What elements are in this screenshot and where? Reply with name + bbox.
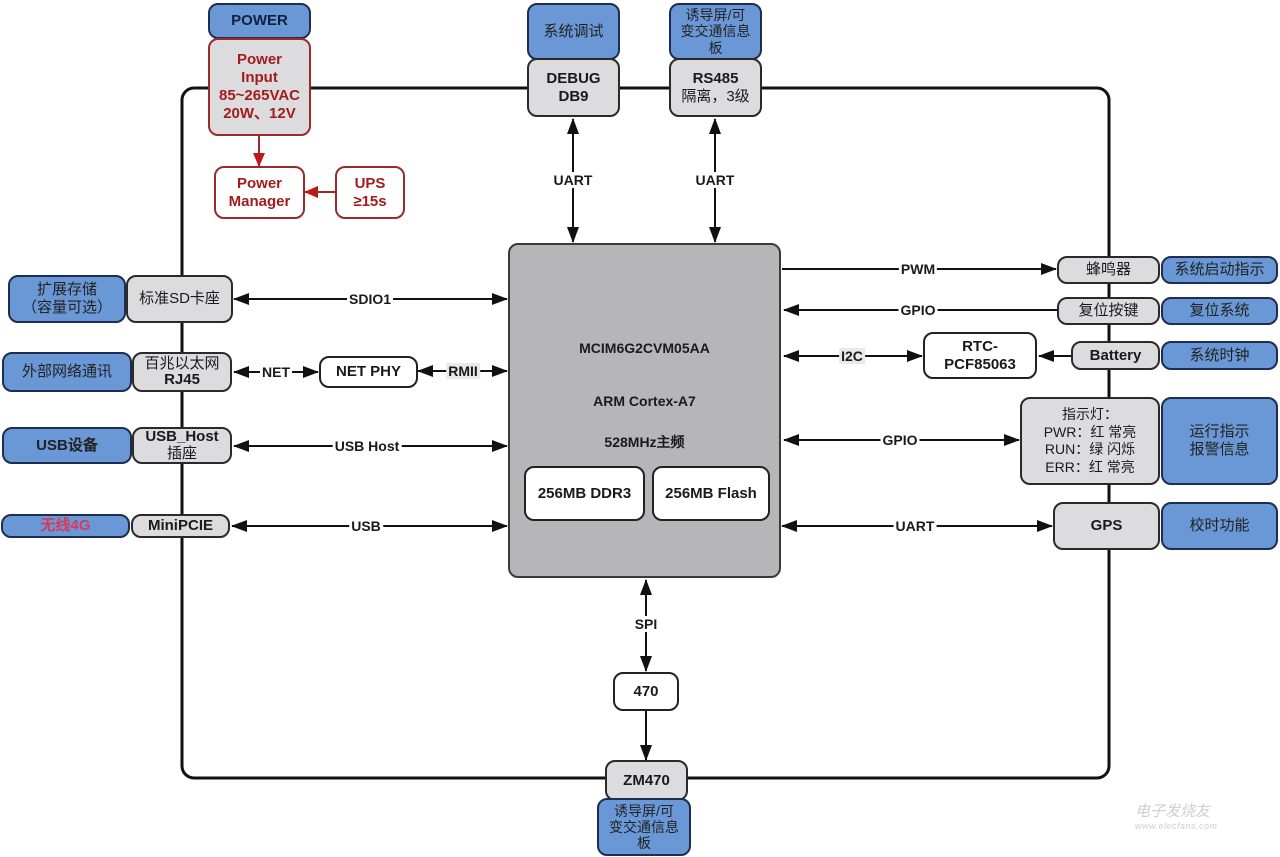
usb-host-socket-line: 插座 bbox=[166, 444, 197, 462]
bottom-display-board-line: 变交通信息 bbox=[609, 818, 679, 835]
usb-device-label: USB设备 bbox=[36, 436, 98, 454]
mcu-frequency: 528MHz主频 bbox=[604, 434, 685, 450]
indicator-light-line: ERR：红 常亮 bbox=[1045, 458, 1135, 475]
reset-system-block: 复位系统 bbox=[1161, 297, 1278, 325]
rtc-block: RTC- PCF85063 bbox=[923, 332, 1037, 379]
pwm-label: PWM bbox=[898, 261, 938, 277]
expansion-storage-block: 扩展存储 （容量可选） bbox=[8, 275, 126, 323]
spi-label: SPI bbox=[632, 616, 660, 632]
debug-interface-block: DEBUG DB9 bbox=[527, 58, 620, 117]
run-alarm-line: 报警信息 bbox=[1189, 441, 1250, 458]
rj45-line: 百兆以太网 bbox=[144, 354, 220, 372]
ups-line: UPS bbox=[354, 174, 386, 192]
debug-function-label: 系统调试 bbox=[543, 22, 604, 40]
time-calibration-label: 校时功能 bbox=[1189, 517, 1250, 534]
power-header: POWER bbox=[208, 3, 311, 39]
debug-uart-label: UART bbox=[551, 172, 595, 188]
expansion-storage-line: 扩展存储 bbox=[36, 281, 97, 298]
expansion-storage-line: （容量可选） bbox=[21, 299, 112, 316]
sd-card-slot-block: 标准SD卡座 bbox=[126, 275, 233, 323]
rs485-interface-line: 隔离，3级 bbox=[681, 87, 750, 105]
debug-interface-line: DEBUG bbox=[546, 69, 601, 87]
rtc-line: PCF85063 bbox=[944, 355, 1016, 373]
gps-block: GPS bbox=[1053, 502, 1160, 550]
reset-button-block: 复位按键 bbox=[1057, 297, 1160, 325]
indicator-light-line: RUN：绿 闪烁 bbox=[1044, 441, 1136, 457]
rs485-interface-line: RS485 bbox=[692, 69, 739, 87]
run-alarm-line: 运行指示 bbox=[1189, 423, 1250, 440]
system-start-indicator-label: 系统启动指示 bbox=[1174, 261, 1265, 278]
net-label: NET bbox=[260, 364, 292, 380]
wireless-4g-label: 无线4G bbox=[40, 517, 91, 534]
gps-label: GPS bbox=[1090, 517, 1123, 534]
reset-button-label: 复位按键 bbox=[1078, 302, 1139, 319]
watermark-brand: 电子发烧友 bbox=[1135, 803, 1211, 820]
battery-label: Battery bbox=[1089, 346, 1142, 364]
gps-uart-label: UART bbox=[893, 518, 937, 534]
power-manager-block: Power Manager bbox=[214, 166, 305, 219]
minipcie-label: MiniPCIE bbox=[147, 517, 213, 534]
buzzer-label: 蜂鸣器 bbox=[1085, 261, 1131, 278]
rmii-label: RMII bbox=[446, 363, 480, 379]
rs485-interface-block: RS485 隔离，3级 bbox=[669, 58, 762, 117]
time-calibration-block: 校时功能 bbox=[1161, 502, 1278, 550]
power-input-line: 85~265VAC bbox=[218, 87, 301, 104]
module-470-block: 470 bbox=[613, 672, 679, 711]
minipcie-block: MiniPCIE bbox=[131, 514, 230, 538]
rs485-function-line: 变交通信息 bbox=[680, 23, 751, 40]
debug-interface-line: DB9 bbox=[558, 87, 589, 105]
rj45-block: 百兆以太网 RJ45 bbox=[132, 352, 232, 392]
ups-line: ≥15s bbox=[353, 192, 387, 210]
external-network-label: 外部网络通讯 bbox=[21, 363, 112, 380]
sd-card-slot-label: 标准SD卡座 bbox=[139, 290, 220, 307]
sdio1-label: SDIO1 bbox=[346, 291, 394, 307]
rs485-function-line: 板 bbox=[708, 39, 723, 56]
usb-label: USB bbox=[349, 518, 383, 534]
wireless-4g-block: 无线4G bbox=[1, 514, 130, 538]
ups-block: UPS ≥15s bbox=[335, 166, 405, 219]
rs485-uart-label: UART bbox=[693, 172, 737, 188]
buzzer-block: 蜂鸣器 bbox=[1057, 256, 1160, 284]
power-manager-line: Manager bbox=[228, 192, 291, 210]
power-input-line: Power bbox=[236, 51, 282, 68]
indicator-light-line: 指示灯： bbox=[1062, 406, 1118, 422]
power-manager-line: Power bbox=[236, 174, 282, 192]
power-input-line: 20W、12V bbox=[223, 105, 296, 122]
bottom-display-board-line: 诱导屏/可 bbox=[614, 802, 674, 819]
flash-memory-block: 256MB Flash bbox=[652, 466, 770, 521]
rj45-line: RJ45 bbox=[164, 371, 200, 388]
mcu-core: ARM Cortex-A7 bbox=[593, 393, 696, 409]
net-phy-block: NET PHY bbox=[319, 356, 418, 388]
system-start-indicator-block: 系统启动指示 bbox=[1161, 256, 1278, 284]
rtc-line: RTC- bbox=[962, 337, 998, 355]
usb-host-socket-line: USB_Host bbox=[145, 428, 219, 445]
reset-system-label: 复位系统 bbox=[1189, 302, 1250, 319]
zm470-block: ZM470 bbox=[605, 760, 688, 801]
mcu-part-number: MCIM6G2CVM05AA bbox=[579, 340, 710, 356]
run-alarm-block: 运行指示 报警信息 bbox=[1161, 397, 1278, 485]
rs485-function-line: 诱导屏/可 bbox=[685, 7, 746, 24]
battery-block: Battery bbox=[1071, 341, 1160, 370]
power-input-block: Power Input 85~265VAC 20W、12V bbox=[208, 38, 311, 136]
gpio-reset-label: GPIO bbox=[898, 302, 938, 318]
system-clock-block: 系统时钟 bbox=[1161, 341, 1278, 370]
indicator-light-block: 指示灯： PWR：红 常亮 RUN：绿 闪烁 ERR：红 常亮 bbox=[1020, 397, 1160, 485]
watermark: 电子发烧友 www.elecfans.com bbox=[1135, 800, 1218, 831]
bottom-display-board-line: 板 bbox=[637, 835, 651, 852]
bottom-display-board-block: 诱导屏/可 变交通信息 板 bbox=[597, 798, 691, 856]
usb-device-block: USB设备 bbox=[2, 427, 132, 464]
usb-host-label: USB Host bbox=[332, 438, 402, 454]
system-clock-label: 系统时钟 bbox=[1189, 346, 1250, 364]
ddr3-memory-block: 256MB DDR3 bbox=[524, 466, 645, 521]
usb-host-socket-block: USB_Host 插座 bbox=[132, 427, 232, 464]
rs485-function-block: 诱导屏/可 变交通信息 板 bbox=[669, 3, 762, 60]
mcu-block: MCIM6G2CVM05AA ARM Cortex-A7 528MHz主频 25… bbox=[508, 243, 781, 578]
watermark-url: www.elecfans.com bbox=[1135, 821, 1218, 831]
external-network-block: 外部网络通讯 bbox=[2, 352, 132, 392]
i2c-label: I2C bbox=[839, 348, 865, 364]
gpio-led-label: GPIO bbox=[880, 432, 920, 448]
power-input-line: Input bbox=[241, 69, 278, 86]
debug-function-block: 系统调试 bbox=[527, 3, 620, 60]
indicator-light-line: PWR：红 常亮 bbox=[1043, 423, 1137, 440]
